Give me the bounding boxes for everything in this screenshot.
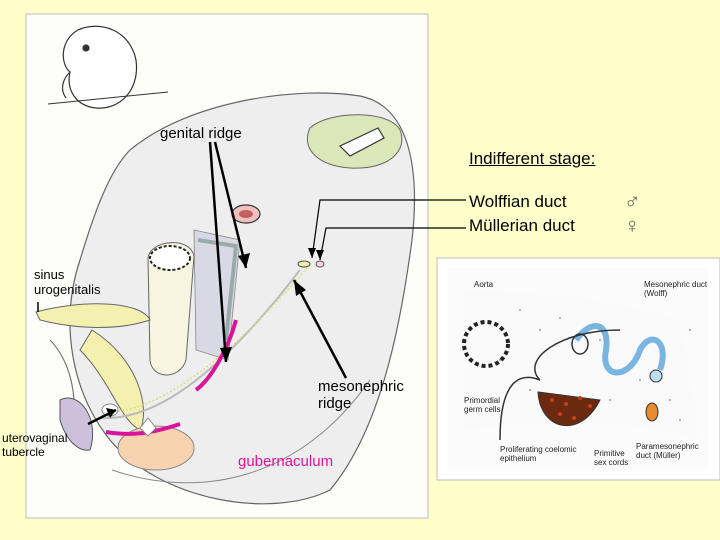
gubernaculum-line — [194, 319, 238, 392]
inset-label-proliferating-epithelium: Proliferating coelomic epithelium — [500, 445, 577, 463]
tubercle-shape — [59, 397, 94, 451]
label-wolffian-duct: Wolffian duct — [469, 192, 567, 211]
label-uterovaginal-tubercle: uterovaginal tubercle — [2, 431, 68, 459]
body-outline — [69, 92, 416, 505]
genital-ridge-pointer-2 — [213, 141, 248, 269]
label-sinus-urogenitalis: sinus urogenitalis — [34, 267, 101, 297]
label-indifferent-stage: Indifferent stage: — [469, 149, 596, 168]
embryo-thumbnail — [47, 25, 169, 109]
label-gubernaculum: gubernaculum — [238, 453, 334, 470]
inset-label-aorta: Aorta — [474, 280, 494, 289]
gut-tube — [147, 242, 195, 376]
label-mesonephric-ridge: mesonephric ridge — [318, 378, 404, 413]
mesonephric-pointer — [292, 279, 348, 379]
female-symbol-icon: ♀ — [624, 213, 641, 238]
inset-label-paramesonephric-duct: Paramesonephric duct (Müller) — [636, 442, 699, 460]
inset-label-primordial-germ-cells: Primordial germ cells — [464, 396, 501, 414]
wolffian-leader — [311, 199, 466, 259]
sinus-urogenitalis-shape — [35, 303, 151, 328]
mullerian-leader — [319, 227, 466, 261]
genital-ridge-pointer-1 — [208, 141, 228, 363]
label-genital-ridge: genital ridge — [160, 125, 242, 142]
label-mullerian-duct: Müllerian duct — [469, 216, 575, 235]
histology-inset — [436, 257, 720, 481]
inset-label-primitive-sex-cords: Primitive sex cords — [594, 449, 629, 467]
inset-label-mesonephric-duct: Mesonephric duct (Wolff) — [644, 280, 708, 298]
male-symbol-icon: ♂ — [624, 189, 641, 214]
orange-organ — [117, 425, 195, 471]
body-section — [35, 92, 416, 505]
